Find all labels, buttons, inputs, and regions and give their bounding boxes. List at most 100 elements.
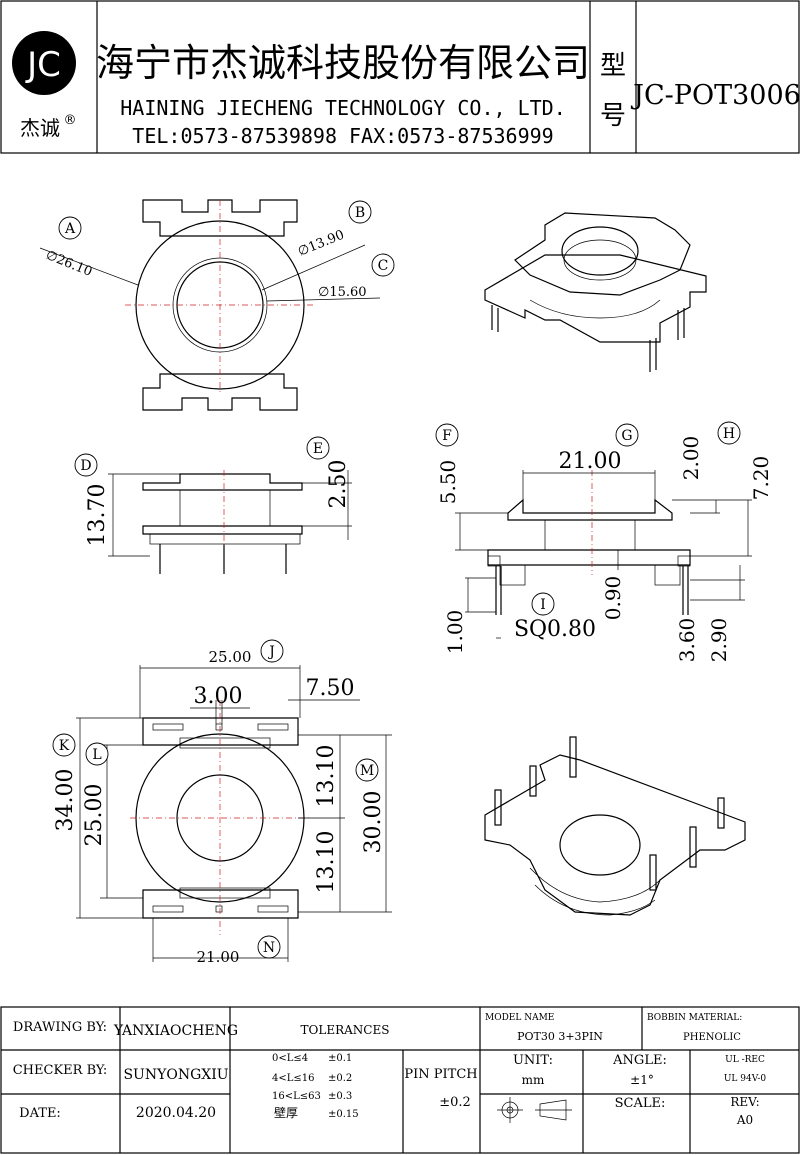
dim-d-height: 13.70	[85, 484, 110, 547]
tol-value-3: ±0.3	[328, 1091, 352, 1102]
dim-b: ∅13.90	[296, 228, 347, 260]
callout-bubbles: A B C D E F G H I J K L M N	[52, 200, 741, 959]
callout-c: C	[371, 253, 395, 277]
angle-label: ANGLE:	[612, 1053, 667, 1068]
dim-3-00: 3.00	[194, 684, 243, 709]
model-number: JC-POT3006	[630, 80, 800, 111]
logo-subtext: 杰诚	[20, 116, 60, 140]
scale-label: SCALE:	[615, 1096, 666, 1111]
svg-text:E: E	[313, 441, 323, 457]
dim-e: 2.50	[326, 460, 351, 509]
svg-text:K: K	[59, 738, 70, 754]
dim-f: 5.50	[436, 460, 460, 505]
angle-value: ±1°	[630, 1073, 654, 1087]
dim-i: SQ0.80	[514, 617, 596, 642]
title-block-header: JC 杰诚 ® 海宁市杰诚科技股份有限公司 HAINING JIECHENG T…	[0, 0, 800, 154]
callout-h: H	[717, 421, 741, 445]
dim-l: 25.00	[82, 784, 107, 847]
callout-i: I	[531, 592, 555, 616]
side-view	[455, 470, 752, 639]
logo-text: JC	[25, 45, 61, 85]
dim-pin-length: 1.00	[443, 610, 467, 655]
model-label-1: 型	[600, 51, 626, 81]
ul-grade: UL 94V-0	[724, 1074, 767, 1084]
tol-range-2: 4<L≤16	[272, 1073, 315, 1084]
dim-13-10-lower: 13.10	[314, 831, 339, 894]
bottom-view	[76, 665, 392, 962]
dim-h-top: 2.00	[679, 436, 703, 481]
pin-pitch-label: PIN PITCH	[404, 1067, 477, 1082]
tol-value-1: ±0.1	[328, 1053, 352, 1064]
unit-value: mm	[522, 1073, 545, 1087]
svg-text:I: I	[540, 597, 546, 613]
callout-e: E	[306, 436, 330, 460]
dim-h: 7.20	[749, 456, 773, 501]
svg-text:A: A	[64, 221, 76, 237]
callout-a: A	[58, 216, 82, 240]
callout-g: G	[615, 423, 639, 447]
rev-value: A0	[736, 1113, 753, 1127]
svg-text:B: B	[355, 205, 365, 221]
unit-label: UNIT:	[513, 1053, 553, 1068]
dim-a: ∅26.10	[44, 248, 95, 280]
date-label: DATE:	[19, 1106, 61, 1121]
dim-7-50: 7.50	[306, 676, 355, 701]
pin-pitch-value: ±0.2	[439, 1095, 471, 1110]
model-name-label: MODEL NAME	[485, 1013, 554, 1023]
tol-range-3: 16<L≤63	[272, 1091, 321, 1102]
title-block-footer: DRAWING BY: YANXIAOCHENG CHECKER BY: SUN…	[0, 1006, 800, 1154]
model-name-value: POT30 3+3PIN	[517, 1030, 603, 1043]
dim-m: 30.00	[361, 791, 386, 854]
date-value: 2020.04.20	[136, 1105, 216, 1121]
callout-f: F	[435, 423, 459, 447]
svg-text:G: G	[621, 428, 632, 444]
callout-k: K	[52, 733, 76, 757]
drawing-by-value: YANXIAOCHENG	[113, 1023, 238, 1039]
checker-by-label: CHECKER BY:	[13, 1063, 108, 1078]
callout-b: B	[348, 200, 372, 224]
drawing-by-label: DRAWING BY:	[13, 1020, 107, 1035]
ul-rec: UL -REC	[725, 1055, 765, 1065]
tolerances-label: TOLERANCES	[301, 1023, 390, 1037]
bobbin-label: BOBBIN MATERIAL:	[647, 1013, 742, 1023]
callout-l: L	[85, 742, 109, 766]
company-contact: TEL:0573-87539898 FAX:0573-87536999	[132, 124, 553, 148]
tol-range-4: 壁厚	[274, 1105, 298, 1120]
dim-3-60: 3.60	[675, 618, 699, 663]
company-name-en: HAINING JIECHENG TECHNOLOGY CO., LTD.	[120, 96, 566, 120]
registered-mark: ®	[64, 113, 77, 128]
company-name-cn: 海宁市杰诚科技股份有限公司	[96, 41, 590, 85]
projection-symbol	[497, 1097, 572, 1123]
callout-d: D	[74, 453, 98, 477]
rev-label: REV:	[730, 1095, 759, 1109]
svg-text:D: D	[80, 458, 91, 474]
dim-c: ∅15.60	[318, 285, 367, 300]
svg-text:M: M	[360, 763, 374, 779]
svg-text:L: L	[92, 747, 101, 763]
iso-view-top	[484, 212, 707, 372]
checker-by-value: SUNYONGXIU	[123, 1067, 228, 1083]
dim-k: 34.00	[53, 769, 78, 832]
dim-j: 25.00	[209, 648, 252, 666]
svg-text:N: N	[263, 940, 275, 956]
dim-g: 21.00	[559, 449, 622, 474]
svg-text:C: C	[378, 258, 389, 274]
bobbin-value: PHENOLIC	[683, 1032, 741, 1043]
svg-text:H: H	[723, 426, 735, 442]
dim-n: 21.00	[197, 948, 240, 966]
company-logo: JC 杰诚 ®	[12, 31, 77, 140]
callout-m: M	[355, 758, 379, 782]
callout-n: N	[257, 935, 281, 959]
dim-0-90: 0.90	[601, 576, 625, 621]
dimension-labels: ∅26.10 ∅13.90 ∅15.60 13.70 2.50 5.50 21.…	[44, 228, 773, 966]
tol-value-2: ±0.2	[328, 1073, 352, 1084]
tol-value-4: ±0.15	[328, 1109, 359, 1120]
front-view	[108, 470, 352, 574]
svg-text:J: J	[267, 644, 275, 660]
model-label-2: 号	[600, 101, 626, 131]
iso-view-bottom	[484, 736, 746, 916]
dim-2-90: 2.90	[707, 618, 731, 663]
top-view	[39, 199, 381, 411]
dim-13-10-upper: 13.10	[314, 745, 339, 808]
